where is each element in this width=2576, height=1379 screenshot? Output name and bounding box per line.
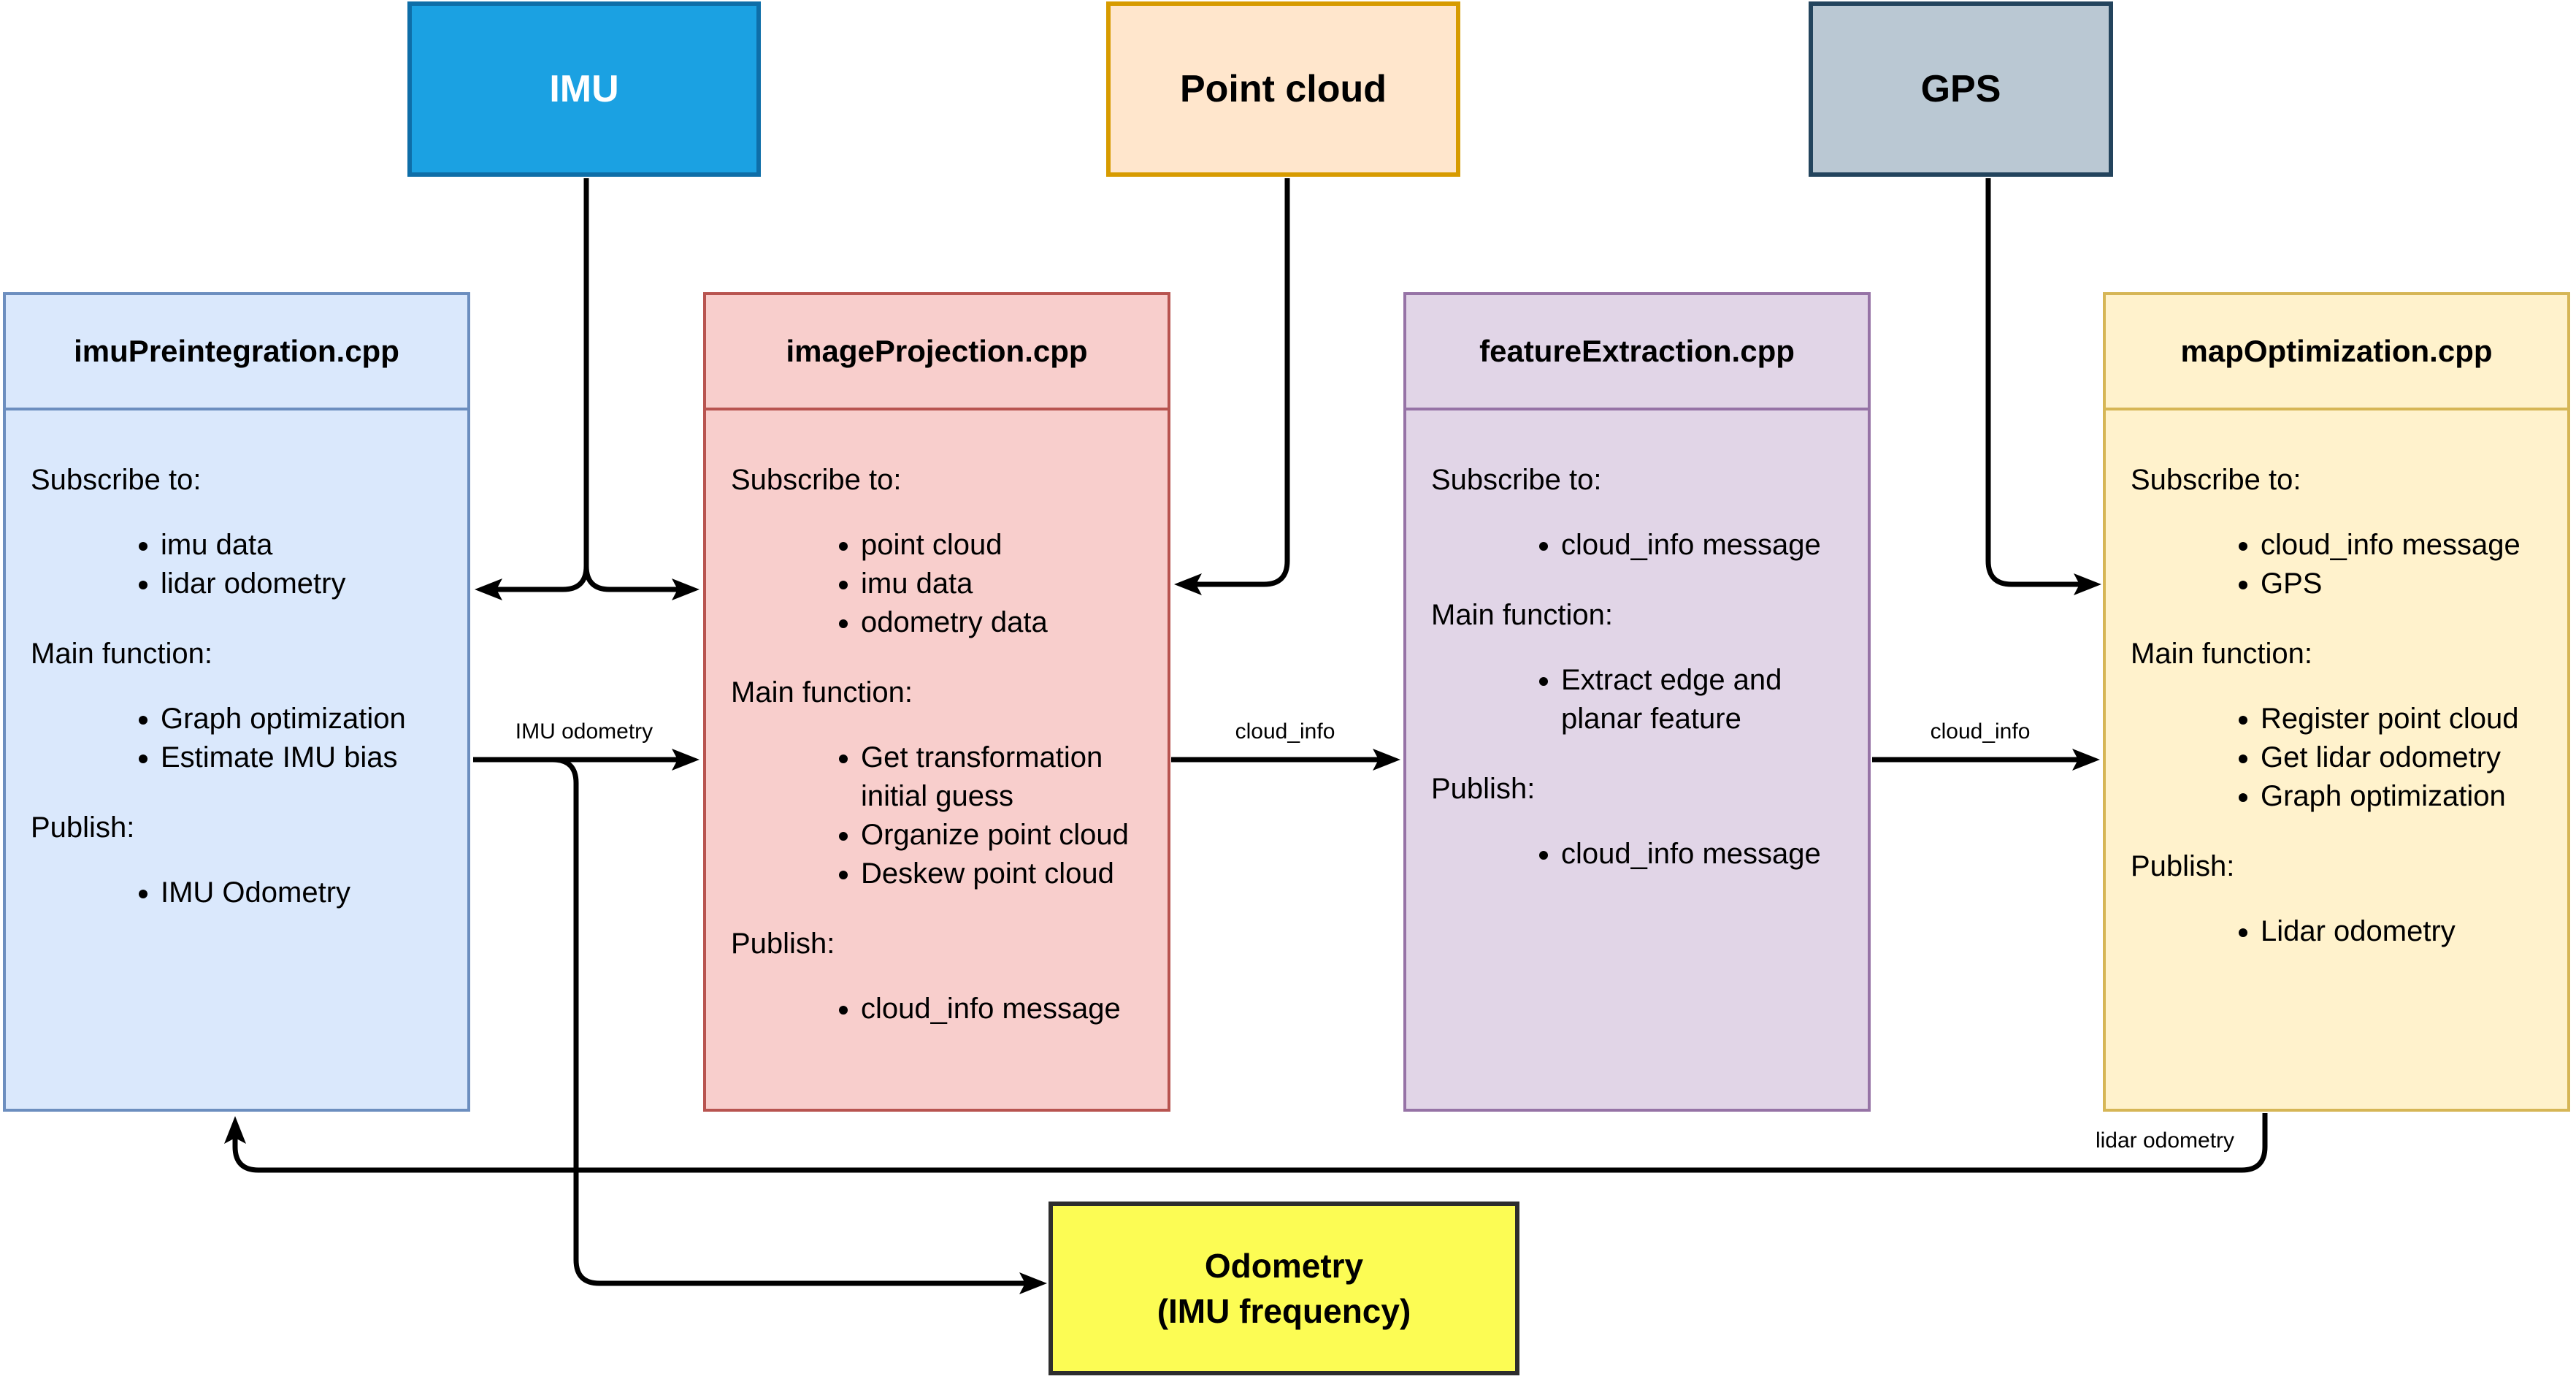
list-item: Lidar odometry xyxy=(2261,912,2542,951)
list-item: Graph optimization xyxy=(161,700,442,738)
section-label: Subscribe to: xyxy=(731,464,902,496)
section-label: Publish: xyxy=(1431,773,1536,805)
module-featureextraction-title: featureExtraction.cpp xyxy=(1406,295,1868,410)
section-list: cloud_info message xyxy=(731,990,1143,1028)
edge-imu-split-right xyxy=(583,565,686,592)
node-gps: GPS xyxy=(1809,1,2113,177)
section-list: Extract edge and planar feature xyxy=(1431,661,1843,738)
module-mapoptimization: mapOptimization.cpp Subscribe to: cloud_… xyxy=(2103,292,2570,1112)
section-list: Lidar odometry xyxy=(2131,912,2542,951)
node-point-cloud-label: Point cloud xyxy=(1179,68,1387,110)
edge-pointcloud-drop xyxy=(1187,178,1290,587)
module-imageprojection: imageProjection.cpp Subscribe to: point … xyxy=(703,292,1170,1112)
section-label: Main function: xyxy=(731,676,913,708)
module-featureextraction-body: Subscribe to: cloud_info message Main fu… xyxy=(1406,410,1868,874)
list-item: lidar odometry xyxy=(161,565,442,603)
node-point-cloud: Point cloud xyxy=(1106,1,1460,177)
edge-lidar-feedback xyxy=(232,1113,2268,1173)
edge-imu-split xyxy=(488,178,589,592)
arrowhead-right xyxy=(1373,749,1400,771)
edge-label-cloud-info-2: cloud_info xyxy=(1930,719,2031,744)
module-imageprojection-title: imageProjection.cpp xyxy=(706,295,1168,410)
section-list: imu datalidar odometry xyxy=(31,526,442,603)
list-item: Get lidar odometry xyxy=(2261,738,2542,777)
section-label: Publish: xyxy=(31,811,135,844)
section-list: cloud_info message xyxy=(1431,526,1843,565)
section-label: Subscribe to: xyxy=(1431,464,1602,496)
list-item: cloud_info message xyxy=(1561,835,1843,874)
module-imupreintegration-title: imuPreintegration.cpp xyxy=(6,295,467,410)
list-item: Get transformation initial guess xyxy=(861,738,1143,816)
list-item: odometry data xyxy=(861,603,1143,642)
section-label: Main function: xyxy=(2131,638,2313,670)
node-odometry-output: Odometry (IMU frequency) xyxy=(1049,1202,1519,1375)
section-list: cloud_info messageGPS xyxy=(2131,526,2542,603)
list-item: imu data xyxy=(161,526,442,565)
section-list: Register point cloudGet lidar odometryGr… xyxy=(2131,700,2542,816)
arrowhead-left xyxy=(1174,573,1202,595)
section-list: Graph optimizationEstimate IMU bias xyxy=(31,700,442,777)
arrowhead-right xyxy=(672,749,699,771)
node-imu: IMU xyxy=(407,1,761,177)
list-item: point cloud xyxy=(861,526,1143,565)
section-list: cloud_info message xyxy=(1431,835,1843,874)
node-odometry-output-line1: Odometry xyxy=(1204,1246,1364,1285)
node-gps-label: GPS xyxy=(1920,68,2001,110)
node-odometry-output-line2: (IMU frequency) xyxy=(1157,1292,1411,1330)
arrowhead-right xyxy=(672,578,699,600)
edge-gps-drop xyxy=(1985,178,2088,587)
node-imu-label: IMU xyxy=(549,68,619,110)
section-list: IMU Odometry xyxy=(31,874,442,912)
section-list: point cloudimu dataodometry data xyxy=(731,526,1143,642)
list-item: Graph optimization xyxy=(2261,777,2542,816)
edge-label-lidar-odometry: lidar odometry xyxy=(2095,1128,2235,1153)
list-item: Register point cloud xyxy=(2261,700,2542,738)
section-label: Subscribe to: xyxy=(31,464,202,496)
list-item: Estimate IMU bias xyxy=(161,738,442,777)
arrowhead-right xyxy=(2072,749,2100,771)
edge-label-cloud-info-1: cloud_info xyxy=(1235,719,1335,744)
edge-label-imu-odometry: IMU odometry xyxy=(515,719,653,744)
module-mapoptimization-title: mapOptimization.cpp xyxy=(2106,295,2567,410)
list-item: Extract edge and planar feature xyxy=(1561,661,1843,738)
section-label: Subscribe to: xyxy=(2131,464,2301,496)
section-label: Publish: xyxy=(731,928,835,960)
module-imupreintegration-body: Subscribe to: imu datalidar odometry Mai… xyxy=(6,410,467,912)
list-item: IMU Odometry xyxy=(161,874,442,912)
module-featureextraction: featureExtraction.cpp Subscribe to: clou… xyxy=(1403,292,1871,1112)
module-imageprojection-body: Subscribe to: point cloudimu dataodometr… xyxy=(706,410,1168,1028)
arrowhead-right xyxy=(2074,573,2101,595)
section-list: Get transformation initial guessOrganize… xyxy=(731,738,1143,893)
arrowhead-right xyxy=(1019,1272,1047,1294)
list-item: GPS xyxy=(2261,565,2542,603)
list-item: Organize point cloud xyxy=(861,816,1143,855)
section-label: Main function: xyxy=(31,638,213,670)
list-item: cloud_info message xyxy=(1561,526,1843,565)
list-item: imu data xyxy=(861,565,1143,603)
section-label: Publish: xyxy=(2131,850,2235,882)
list-item: Deskew point cloud xyxy=(861,855,1143,893)
arrowhead-up xyxy=(224,1116,246,1144)
section-label: Main function: xyxy=(1431,599,1614,631)
module-mapoptimization-body: Subscribe to: cloud_info messageGPS Main… xyxy=(2106,410,2567,951)
list-item: cloud_info message xyxy=(861,990,1143,1028)
list-item: cloud_info message xyxy=(2261,526,2542,565)
arrowhead-left xyxy=(475,578,502,600)
module-imupreintegration: imuPreintegration.cpp Subscribe to: imu … xyxy=(3,292,470,1112)
